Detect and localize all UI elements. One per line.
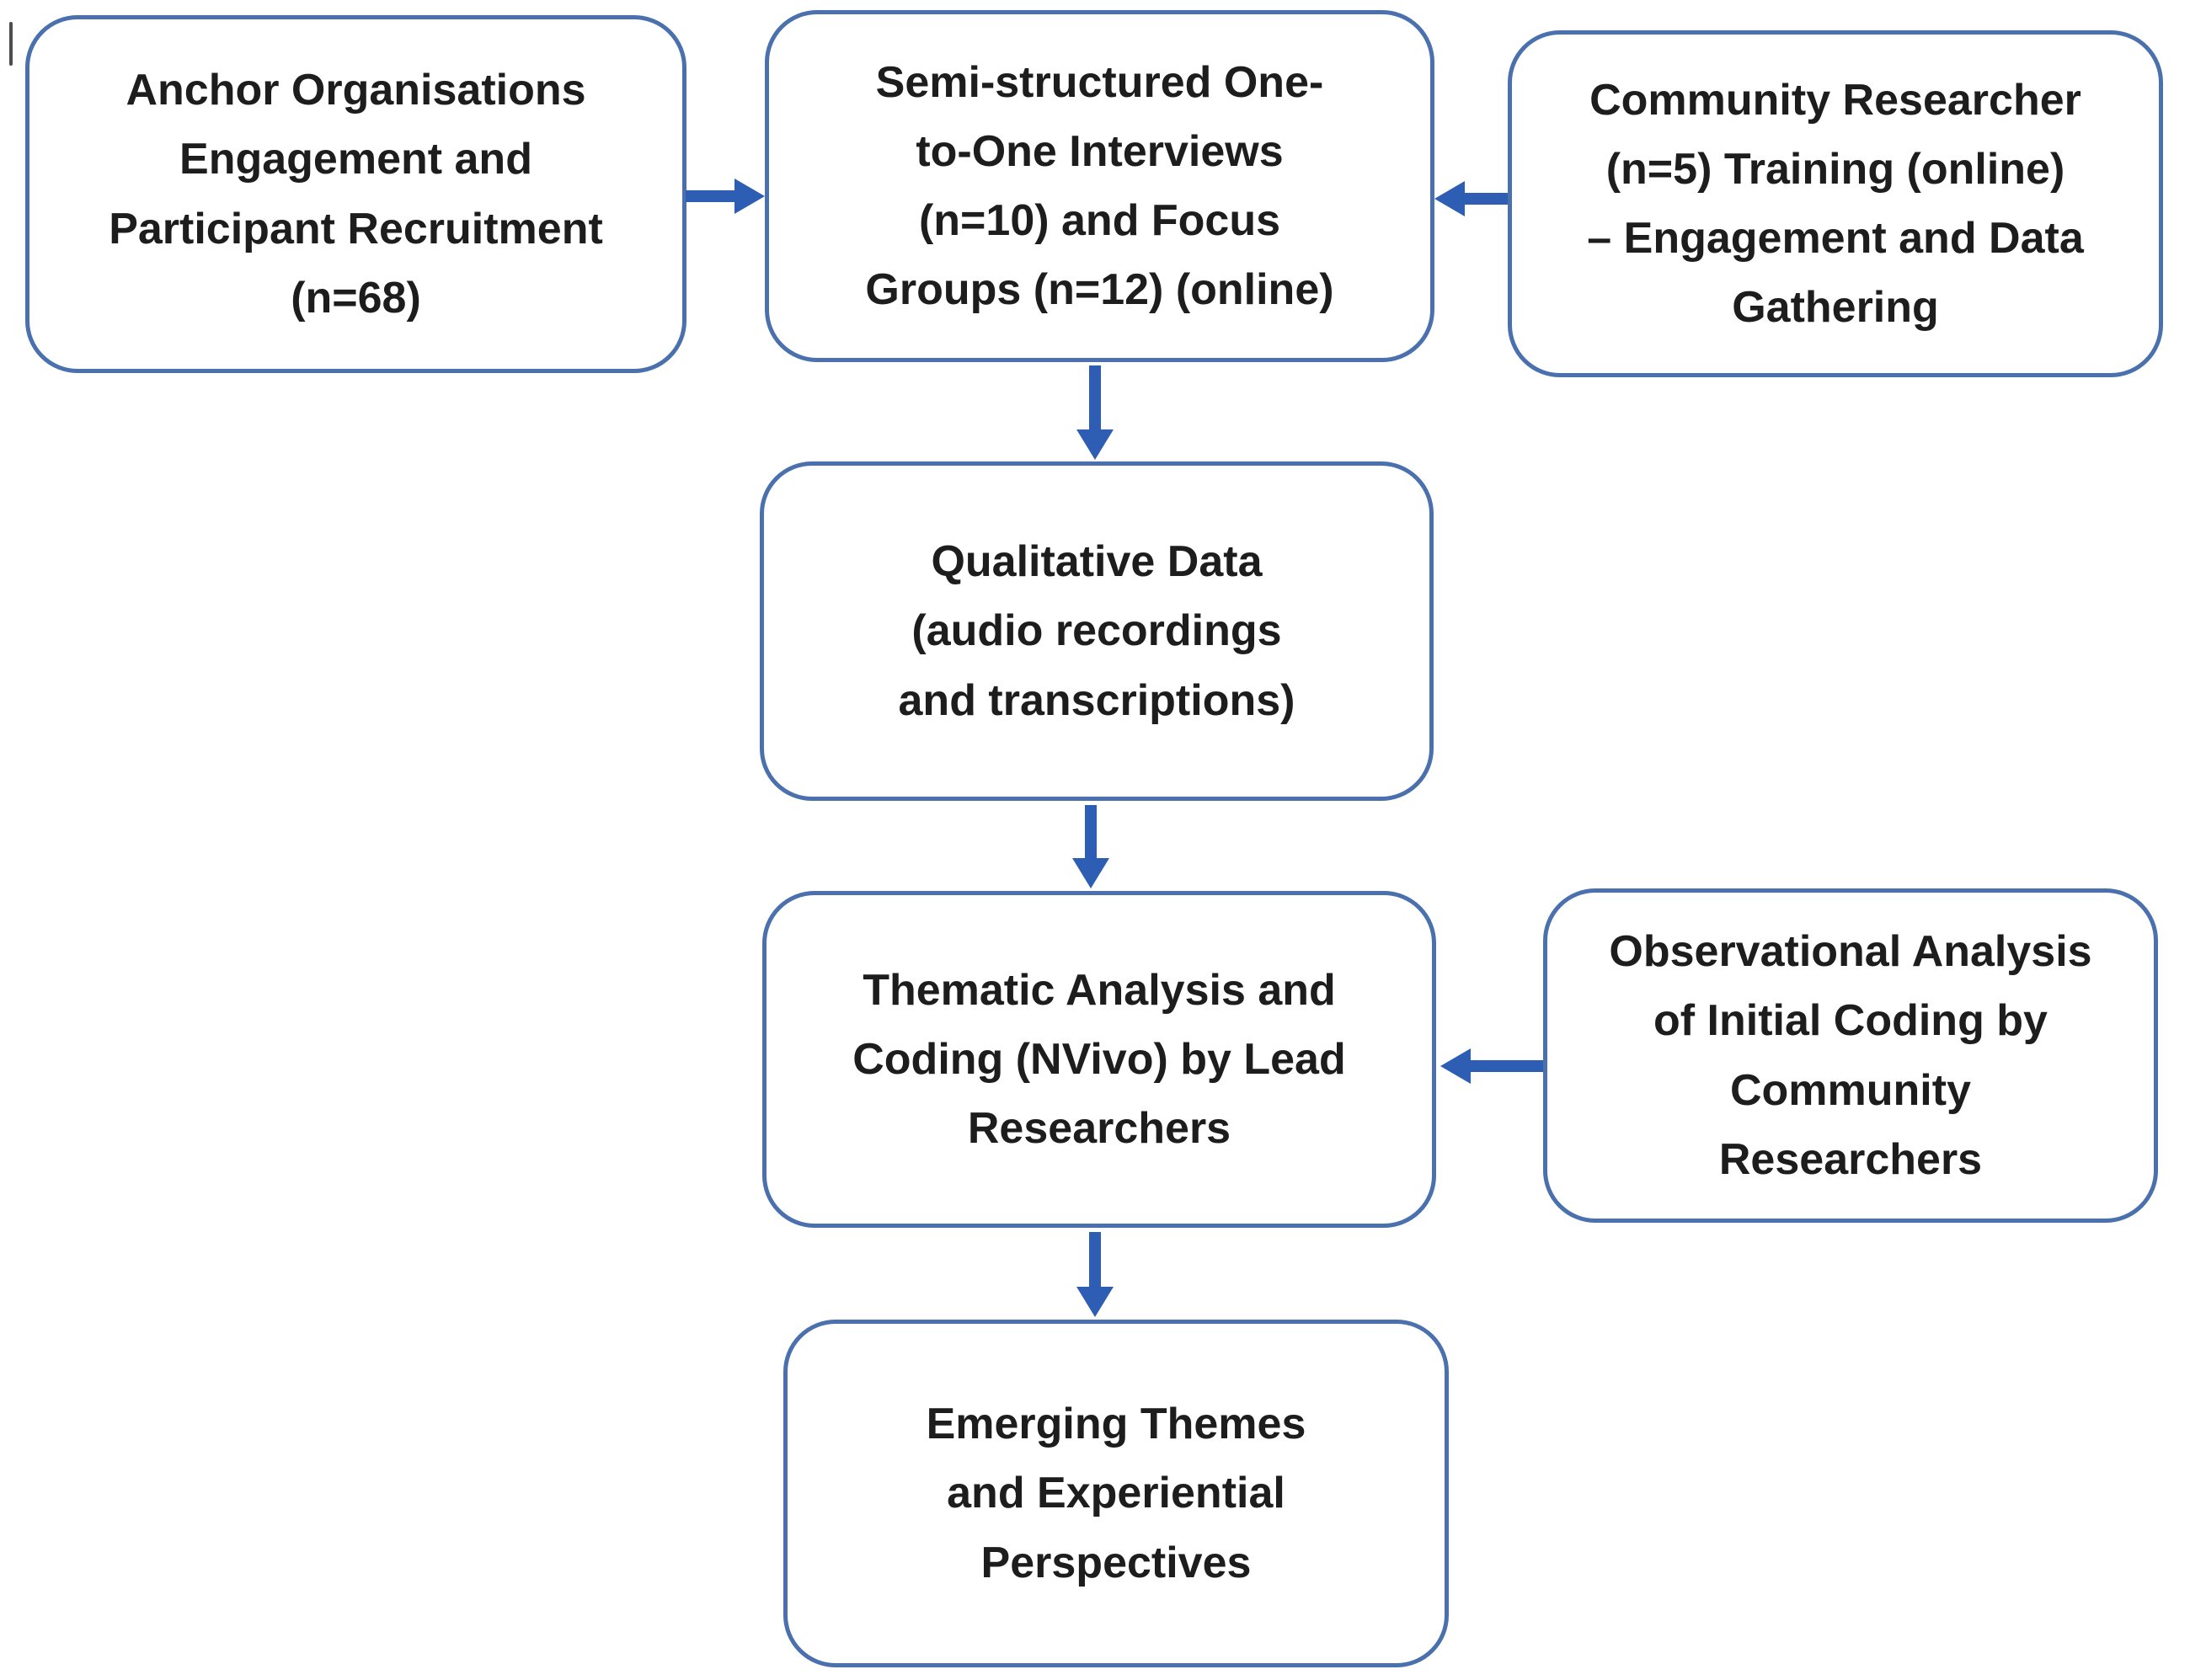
node-line: Participant Recruitment xyxy=(109,204,603,253)
node-line: Anchor Organisations xyxy=(126,66,586,115)
node-community-researcher-training-label: Community Researcher (n=5) Training (onl… xyxy=(1562,66,2108,343)
arrow-shaft xyxy=(1471,1060,1543,1072)
node-qualitative-data: Qualitative Data (audio recordings and t… xyxy=(760,461,1434,801)
node-line: Coding (NVivo) by Lead xyxy=(852,1034,1346,1084)
arrow-interviews-to-qualitative xyxy=(1076,365,1114,460)
arrow-shaft xyxy=(1089,1232,1101,1287)
arrow-anchor-to-interviews xyxy=(686,179,765,214)
node-line: (audio recordings xyxy=(911,606,1282,656)
node-line: Community xyxy=(1729,1065,1971,1115)
node-line: Semi-structured One- xyxy=(875,57,1324,107)
node-line: Researchers xyxy=(1718,1134,1983,1184)
arrow-head-right-icon xyxy=(734,179,765,214)
node-line: of Initial Coding by xyxy=(1653,996,2048,1046)
arrow-shaft xyxy=(1085,805,1097,858)
node-community-researcher-training: Community Researcher (n=5) Training (onl… xyxy=(1508,30,2163,377)
node-anchor-engagement-label: Anchor Organisations Engagement and Part… xyxy=(83,56,628,333)
node-line: (n=10) and Focus xyxy=(918,196,1281,245)
node-observational-analysis-label: Observational Analysis of Initial Coding… xyxy=(1584,917,2117,1194)
node-emerging-themes-label: Emerging Themes and Experiential Perspec… xyxy=(901,1389,1332,1597)
arrow-head-left-icon xyxy=(1434,181,1465,216)
node-line: (n=68) xyxy=(291,273,421,323)
node-line: to-One Interviews xyxy=(916,126,1284,176)
node-observational-analysis: Observational Analysis of Initial Coding… xyxy=(1543,888,2158,1223)
node-line: (n=5) Training (online) xyxy=(1605,144,2065,194)
node-line: and transcriptions) xyxy=(898,675,1295,725)
node-line: Engagement and xyxy=(179,135,532,184)
arrow-head-left-icon xyxy=(1440,1048,1471,1084)
node-thematic-analysis-label: Thematic Analysis and Coding (NVivo) by … xyxy=(827,956,1371,1163)
stray-mark xyxy=(9,22,13,66)
node-line: Researchers xyxy=(967,1104,1231,1154)
node-line: Gathering xyxy=(1732,283,1939,333)
node-emerging-themes: Emerging Themes and Experiential Perspec… xyxy=(783,1320,1449,1667)
node-interviews-focus-groups: Semi-structured One- to-One Interviews (… xyxy=(765,10,1434,362)
arrow-head-down-icon xyxy=(1076,1287,1114,1317)
node-qualitative-data-label: Qualitative Data (audio recordings and t… xyxy=(873,527,1321,734)
node-line: Groups (n=12) (online) xyxy=(865,265,1334,315)
node-line: – Engagement and Data xyxy=(1587,214,2084,263)
arrow-qualitative-to-thematic xyxy=(1072,805,1109,888)
arrow-training-to-interviews xyxy=(1434,181,1508,216)
arrow-shaft xyxy=(686,190,734,202)
arrow-shaft xyxy=(1465,193,1508,205)
arrow-observational-to-thematic xyxy=(1440,1048,1543,1084)
node-line: Observational Analysis xyxy=(1609,927,2092,977)
node-line: Emerging Themes xyxy=(926,1400,1306,1449)
node-line: and Experiential xyxy=(947,1469,1285,1518)
node-interviews-focus-groups-label: Semi-structured One- to-One Interviews (… xyxy=(840,48,1359,325)
node-anchor-engagement: Anchor Organisations Engagement and Part… xyxy=(25,15,686,373)
node-line: Qualitative Data xyxy=(931,537,1263,587)
node-line: Perspectives xyxy=(980,1538,1252,1587)
node-thematic-analysis: Thematic Analysis and Coding (NVivo) by … xyxy=(762,891,1436,1228)
arrow-thematic-to-emerging xyxy=(1076,1232,1114,1317)
arrow-head-down-icon xyxy=(1072,858,1109,888)
node-line: Community Researcher xyxy=(1589,75,2081,125)
node-line: Thematic Analysis and xyxy=(863,965,1336,1015)
arrow-head-down-icon xyxy=(1076,429,1114,460)
arrow-shaft xyxy=(1089,365,1101,429)
